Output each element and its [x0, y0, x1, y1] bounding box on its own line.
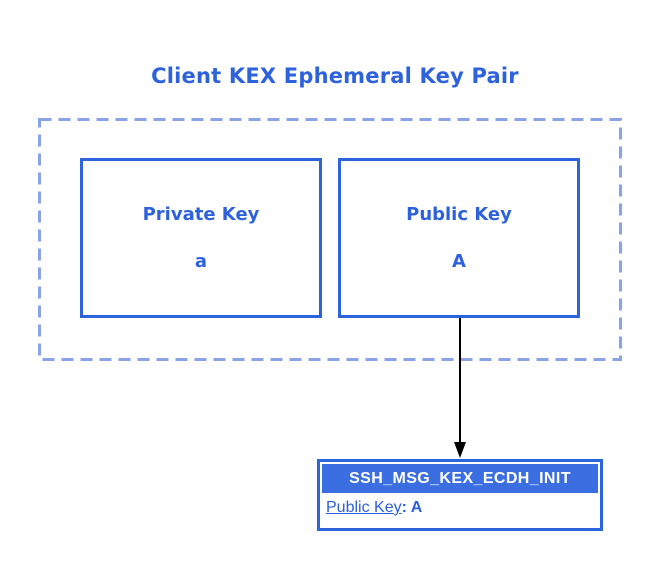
- key-pair-group-dashed-border: [38, 118, 622, 361]
- private-key-value: a: [194, 251, 208, 272]
- public-key-box: Public Key A: [338, 158, 580, 318]
- public-key-label: Public Key: [406, 204, 512, 225]
- public-key-value: A: [452, 251, 466, 272]
- public-key-field-link[interactable]: Public Key: [326, 499, 402, 516]
- message-body: Public Key: A: [322, 493, 598, 517]
- private-key-box: Private Key a: [80, 158, 322, 318]
- arrow-head: [454, 442, 466, 458]
- message-title-bar: SSH_MSG_KEX_ECDH_INIT: [322, 464, 598, 493]
- private-key-label: Private Key: [142, 204, 260, 225]
- arrow-public-key-to-message: [454, 318, 466, 458]
- diagram-title: Client KEX Ephemeral Key Pair: [151, 64, 519, 88]
- dashed-rect-shape: [38, 118, 622, 361]
- kex-ecdh-init-message-box: SSH_MSG_KEX_ECDH_INIT Public Key: A: [317, 459, 603, 531]
- public-key-field-value: A: [410, 499, 423, 516]
- field-separator: :: [401, 499, 411, 516]
